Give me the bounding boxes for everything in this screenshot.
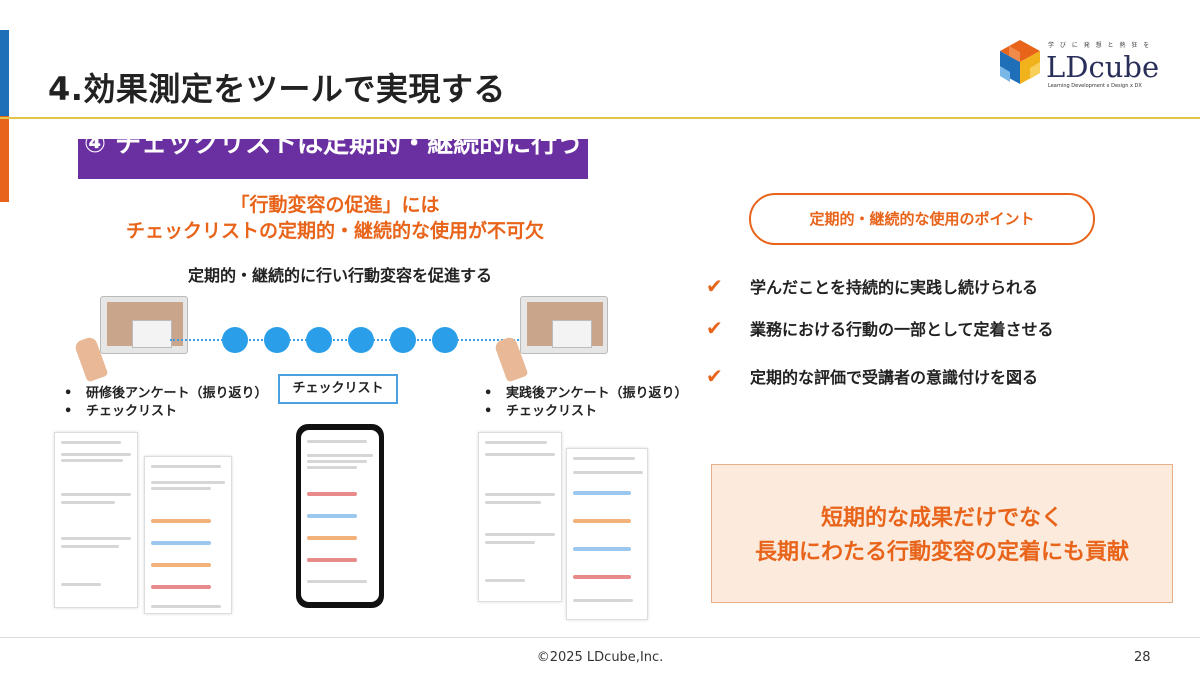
point-text: 学んだことを持続的に実践し続けられる: [750, 278, 1039, 297]
survey-screen-left-1: [54, 432, 138, 608]
point-item: ✔ 学んだことを持続的に実践し続けられる: [706, 274, 1038, 298]
left-item-list: 研修後アンケート（振り返り） チェックリスト: [64, 385, 267, 421]
point-item: ✔ 業務における行動の一部として定着させる: [706, 316, 1054, 340]
survey-screen-right-1: [478, 432, 562, 602]
promo-line-2: チェックリストの定期的・継続的な使用が不可欠: [125, 220, 544, 242]
timeline-dot: [432, 327, 458, 353]
figure-banner-text: ④ チェックリストは定期的・継続的に行う: [84, 139, 584, 159]
timeline-dot: [222, 327, 248, 353]
timeline-line: [170, 339, 522, 341]
figure-banner: ④ チェックリストは定期的・継続的に行う: [78, 139, 588, 179]
accent-bar-blue: [0, 30, 9, 116]
check-mark-icon: ✔: [706, 274, 723, 298]
checklist-screen-left-2: [144, 456, 232, 614]
tablet-illustration-left: [132, 320, 172, 348]
timeline-dot: [306, 327, 332, 353]
point-text: 定期的な評価で受講者の意識付けを図る: [750, 368, 1039, 387]
company-logo: [995, 38, 1155, 98]
point-item: ✔ 定期的な評価で受講者の意識付けを図る: [706, 364, 1038, 388]
footer-copyright: ©2025 LDcube,Inc.: [536, 650, 664, 665]
checklist-label-box: チェックリスト: [278, 374, 398, 404]
page-number: 28: [1134, 650, 1151, 665]
footer-divider: [0, 637, 1200, 638]
figure-subheading: 定期的・継続的に行い行動変容を促進する: [187, 266, 492, 285]
left-item: チェックリスト: [64, 403, 267, 421]
point-text: 業務における行動の一部として定着させる: [750, 320, 1054, 339]
summary-line-1: 短期的な成果だけでなく: [820, 506, 1063, 531]
timeline-dot: [264, 327, 290, 353]
summary-box: 短期的な成果だけでなく 長期にわたる行動変容の定着にも貢献: [711, 464, 1173, 603]
cube-logo-icon: [1000, 40, 1040, 84]
checklist-screen-right-2: [566, 448, 648, 620]
accent-bar-orange: [0, 116, 9, 202]
promo-line-1: 「行動変容の促進」には: [230, 194, 440, 216]
title-divider: [0, 117, 1200, 119]
logo-tagline: 学 び に 発 想 と 熱 狂 を: [1048, 42, 1152, 49]
slide-title: 4.効果測定をツールで実現する: [48, 70, 506, 108]
check-mark-icon: ✔: [706, 316, 723, 340]
logo-name: LDcube: [1046, 50, 1160, 84]
right-item: チェックリスト: [484, 403, 687, 421]
timeline-dot: [390, 327, 416, 353]
left-item: 研修後アンケート（振り返り）: [64, 385, 267, 403]
tablet-illustration-right: [552, 320, 592, 348]
check-mark-icon: ✔: [706, 364, 723, 388]
smartphone-illustration: [296, 424, 384, 608]
right-item-list: 実践後アンケート（振り返り） チェックリスト: [484, 385, 687, 421]
promo-text: 「行動変容の促進」には チェックリストの定期的・継続的な使用が不可欠: [80, 192, 590, 244]
timeline-dot: [348, 327, 374, 353]
summary-line-2: 長期にわたる行動変容の定着にも貢献: [754, 540, 1129, 565]
logo-subtitle: Learning Development x Design x DX: [1048, 83, 1142, 89]
right-item: 実践後アンケート（振り返り）: [484, 385, 687, 403]
points-header: 定期的・継続的な使用のポイント: [749, 193, 1095, 245]
